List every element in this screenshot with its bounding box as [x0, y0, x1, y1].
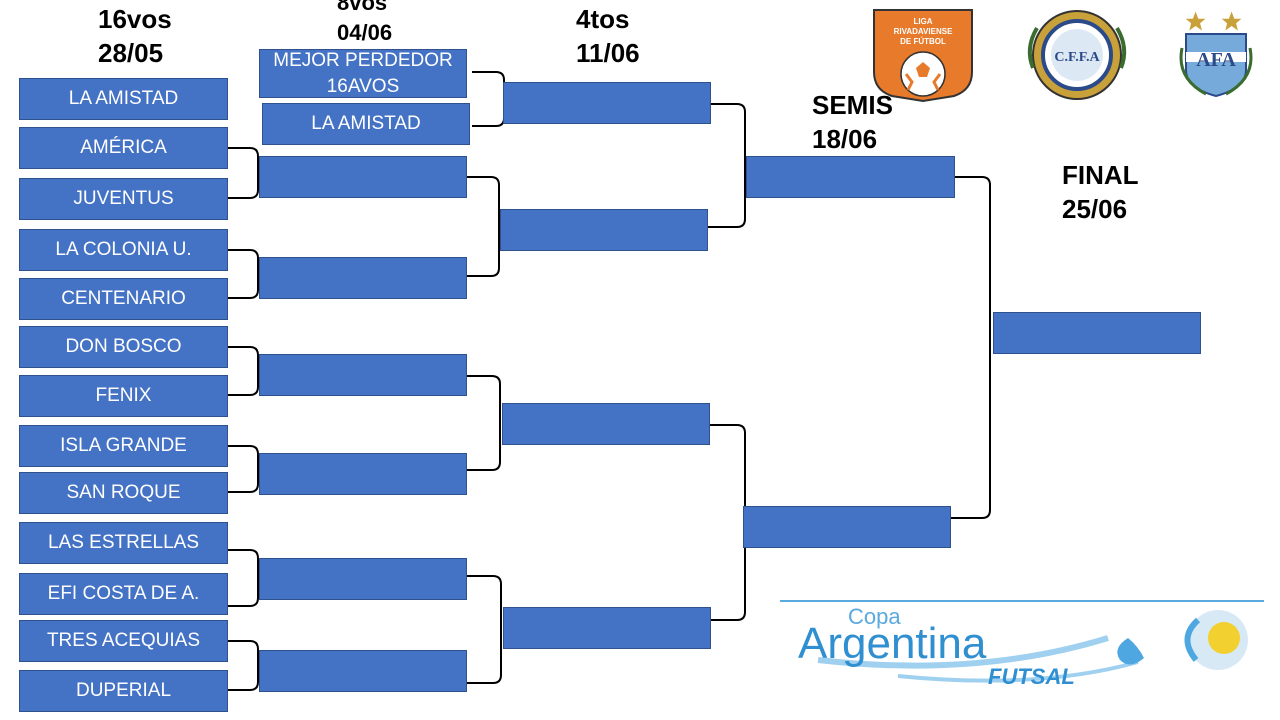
round16-team-box[interactable]: LA AMISTAD — [19, 78, 228, 120]
final-header: FINAL 25/06 — [1062, 158, 1139, 226]
team-label: TRES ACEQUIAS — [46, 630, 201, 651]
team-label: FENIX — [95, 385, 152, 406]
quarter-team-box[interactable] — [503, 607, 711, 649]
afa-logo: AFA — [1179, 11, 1253, 98]
copa-futsal-text: FUTSAL — [988, 664, 1075, 689]
liga-logo-text: LIGA — [913, 17, 932, 26]
team-label: SAN ROQUE — [66, 482, 181, 503]
copa-argentina-futsal-logo: Copa Argentina FUTSAL — [780, 600, 1264, 689]
quarters-date: 11/06 — [576, 38, 640, 68]
round8-team-box[interactable] — [259, 453, 467, 495]
round16-team-box[interactable]: JUVENTUS — [19, 178, 228, 220]
round8-title: 8vos — [337, 0, 388, 15]
round16-title: 16vos — [98, 4, 172, 34]
final-date: 25/06 — [1062, 194, 1128, 224]
team-label: DON BOSCO — [65, 336, 182, 357]
final-title: FINAL — [1062, 160, 1139, 190]
svg-text:RIVADAVIENSE: RIVADAVIENSE — [894, 27, 953, 36]
afa-logo-text: AFA — [1196, 49, 1236, 71]
round16-team-box[interactable]: TRES ACEQUIAS — [19, 620, 228, 662]
liga-rivadaviense-logo: LIGA RIVADAVIENSE DE FÚTBOL — [873, 9, 973, 102]
team-label: MEJOR PERDEDOR 16AVOS — [273, 49, 453, 97]
copa-small-text: Copa — [848, 604, 901, 629]
copa-big-text: Argentina — [798, 619, 987, 668]
round16-team-box[interactable]: EFI COSTA DE A. — [19, 573, 228, 615]
round8-team-box[interactable] — [259, 156, 467, 198]
round8-team-box[interactable]: LA AMISTAD — [262, 103, 470, 145]
team-label: LA AMISTAD — [68, 88, 179, 109]
team-label: LAS ESTRELLAS — [47, 532, 200, 553]
svg-text:DE FÚTBOL: DE FÚTBOL — [900, 37, 946, 46]
round8-team-box[interactable] — [259, 650, 467, 692]
quarter-team-box[interactable] — [500, 209, 708, 251]
final-team-box[interactable] — [993, 312, 1201, 354]
round8-date: 04/06 — [337, 20, 393, 45]
round8-header: 8vos 04/06 — [337, 0, 392, 48]
team-label: DUPERIAL — [75, 680, 172, 701]
quarters-header: 4tos 11/06 — [576, 2, 640, 70]
team-label: LA AMISTAD — [311, 113, 421, 134]
semis-header: SEMIS 18/06 — [812, 88, 893, 156]
semis-title: SEMIS — [812, 90, 893, 120]
team-label: JUVENTUS — [73, 188, 174, 209]
team-label: ISLA GRANDE — [60, 435, 187, 456]
cffa-logo: C.F.F.A — [1027, 10, 1127, 100]
team-label: AMÉRICA — [80, 137, 167, 158]
round16-team-box[interactable]: DON BOSCO — [19, 326, 228, 368]
quarter-team-box[interactable] — [502, 403, 710, 445]
round16-team-box[interactable]: DUPERIAL — [19, 670, 228, 712]
round8-team-box[interactable] — [259, 257, 467, 299]
team-label: EFI COSTA DE A. — [47, 583, 200, 604]
quarter-team-box[interactable] — [503, 82, 711, 124]
round16-team-box[interactable]: CENTENARIO — [19, 278, 228, 320]
round8-team-box[interactable] — [259, 558, 467, 600]
round16-team-box[interactable]: SAN ROQUE — [19, 472, 228, 514]
round16-team-box[interactable]: LA COLONIA U. — [19, 229, 228, 271]
round16-team-box[interactable]: FENIX — [19, 375, 228, 417]
round8-team-box[interactable]: MEJOR PERDEDOR 16AVOS — [259, 49, 467, 98]
team-label: CENTENARIO — [61, 288, 186, 309]
quarters-title: 4tos — [576, 4, 630, 34]
round16-team-box[interactable]: LAS ESTRELLAS — [19, 522, 228, 564]
round16-header: 16vos 28/05 — [98, 2, 172, 70]
round16-team-box[interactable]: ISLA GRANDE — [19, 425, 228, 467]
semi-team-box[interactable] — [743, 506, 951, 548]
semi-team-box[interactable] — [746, 156, 955, 198]
round16-team-box[interactable]: AMÉRICA — [19, 127, 228, 169]
round16-date: 28/05 — [98, 38, 164, 68]
team-label: LA COLONIA U. — [55, 239, 192, 260]
cffa-logo-text: C.F.F.A — [1054, 50, 1100, 65]
round8-team-box[interactable] — [259, 354, 467, 396]
semis-date: 18/06 — [812, 124, 878, 154]
